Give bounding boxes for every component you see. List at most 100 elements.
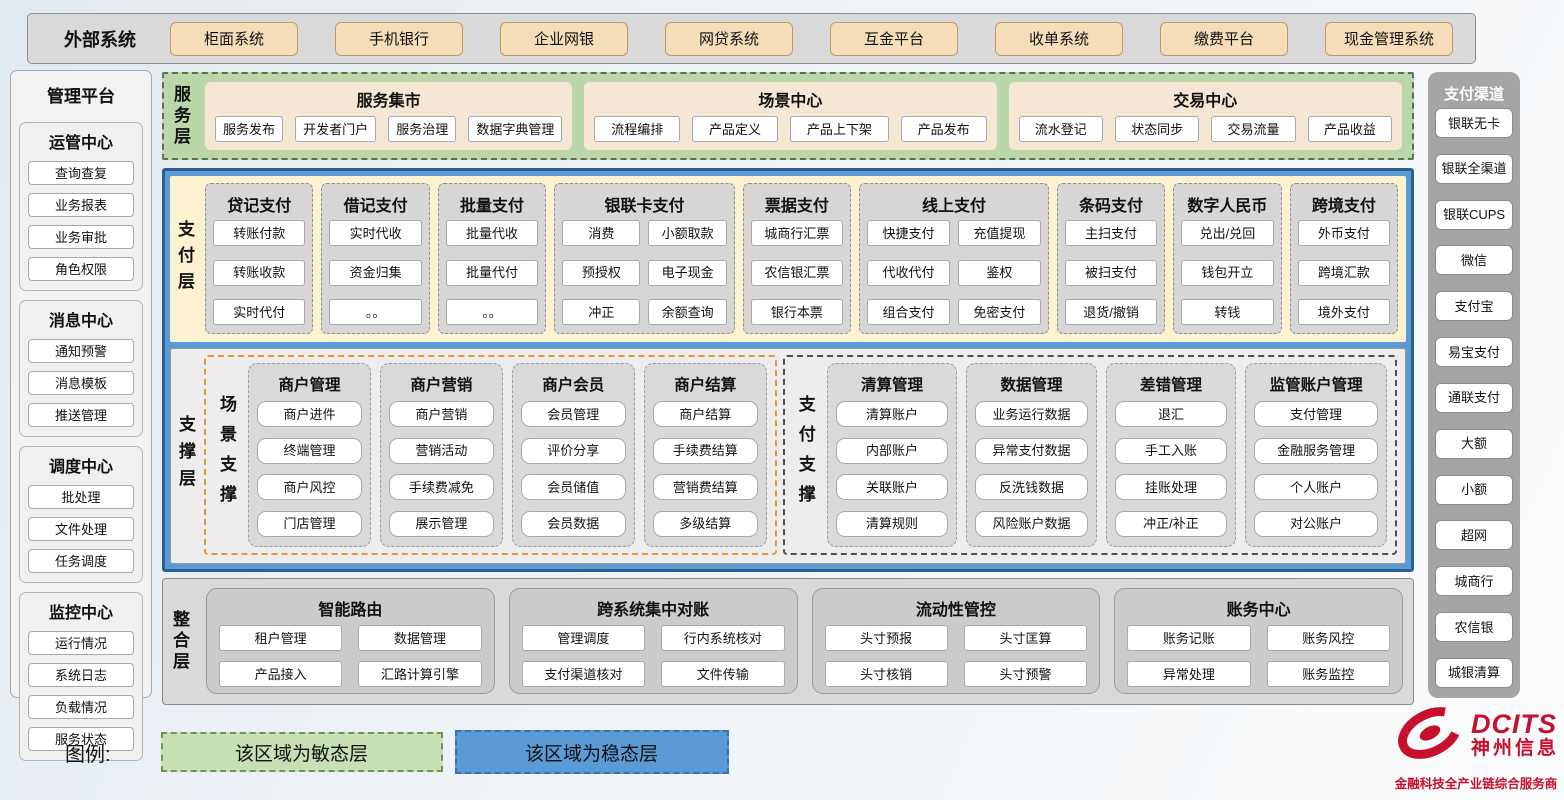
scene-support-function-button[interactable]: 终端管理 <box>257 438 362 464</box>
external-system-button[interactable]: 现金管理系统 <box>1325 22 1453 56</box>
integration-function-button[interactable]: 数据管理 <box>358 625 481 651</box>
payment-support-function-button[interactable]: 支付管理 <box>1254 401 1378 427</box>
scene-support-function-button[interactable]: 商户结算 <box>653 401 758 427</box>
service-function-button[interactable]: 产品收益 <box>1308 116 1392 142</box>
scene-support-function-button[interactable]: 商户进件 <box>257 401 362 427</box>
payment-channel-button[interactable]: 小额 <box>1435 475 1513 505</box>
payment-function-button[interactable]: 。。 <box>329 299 421 325</box>
payment-function-button[interactable]: 转钱 <box>1181 299 1273 325</box>
scene-support-function-button[interactable]: 商户营销 <box>389 401 494 427</box>
scene-support-function-button[interactable]: 营销活动 <box>389 438 494 464</box>
payment-channel-button[interactable]: 大额 <box>1435 429 1513 459</box>
integration-function-button[interactable]: 异常处理 <box>1127 661 1250 687</box>
integration-function-button[interactable]: 行内系统核对 <box>661 625 784 651</box>
payment-support-function-button[interactable]: 内部账户 <box>836 438 949 464</box>
management-function-button[interactable]: 业务报表 <box>28 193 134 217</box>
integration-function-button[interactable]: 汇路计算引擎 <box>358 661 481 687</box>
management-function-button[interactable]: 文件处理 <box>28 517 134 541</box>
payment-function-button[interactable]: 主扫支付 <box>1065 220 1157 246</box>
payment-support-function-button[interactable]: 反洗钱数据 <box>975 474 1088 500</box>
external-system-button[interactable]: 缴费平台 <box>1160 22 1288 56</box>
scene-support-function-button[interactable]: 会员数据 <box>521 511 626 537</box>
integration-function-button[interactable]: 租户管理 <box>219 625 342 651</box>
payment-function-button[interactable]: 退货/撤销 <box>1065 299 1157 325</box>
payment-function-button[interactable]: 。。 <box>446 299 538 325</box>
payment-channel-button[interactable]: 城银清算 <box>1435 658 1513 688</box>
payment-support-function-button[interactable]: 关联账户 <box>836 474 949 500</box>
payment-function-button[interactable]: 充值提现 <box>958 220 1041 246</box>
payment-function-button[interactable]: 免密支付 <box>958 299 1041 325</box>
payment-channel-button[interactable]: 银联全渠道 <box>1435 154 1513 184</box>
scene-support-function-button[interactable]: 门店管理 <box>257 511 362 537</box>
payment-channel-button[interactable]: 通联支付 <box>1435 383 1513 413</box>
integration-function-button[interactable]: 头寸预报 <box>825 625 948 651</box>
scene-support-function-button[interactable]: 会员储值 <box>521 474 626 500</box>
integration-function-button[interactable]: 支付渠道核对 <box>522 661 645 687</box>
payment-support-function-button[interactable]: 风险账户数据 <box>975 511 1088 537</box>
service-function-button[interactable]: 产品定义 <box>692 116 778 142</box>
service-function-button[interactable]: 状态同步 <box>1115 116 1199 142</box>
scene-support-function-button[interactable]: 评价分享 <box>521 438 626 464</box>
integration-function-button[interactable]: 文件传输 <box>661 661 784 687</box>
payment-function-button[interactable]: 被扫支付 <box>1065 260 1157 286</box>
payment-function-button[interactable]: 余额查询 <box>648 299 726 325</box>
payment-support-function-button[interactable]: 对公账户 <box>1254 511 1378 537</box>
payment-support-function-button[interactable]: 业务运行数据 <box>975 401 1088 427</box>
payment-function-button[interactable]: 钱包开立 <box>1181 260 1273 286</box>
external-system-button[interactable]: 柜面系统 <box>170 22 298 56</box>
payment-function-button[interactable]: 实时代收 <box>329 220 421 246</box>
payment-support-function-button[interactable]: 金融服务管理 <box>1254 438 1378 464</box>
management-function-button[interactable]: 任务调度 <box>28 549 134 573</box>
service-function-button[interactable]: 开发者门户 <box>295 116 376 142</box>
payment-support-function-button[interactable]: 手工入账 <box>1115 438 1228 464</box>
payment-function-button[interactable]: 境外支付 <box>1298 299 1390 325</box>
scene-support-function-button[interactable]: 商户风控 <box>257 474 362 500</box>
payment-function-button[interactable]: 实时代付 <box>213 299 305 325</box>
payment-function-button[interactable]: 快捷支付 <box>867 220 950 246</box>
payment-function-button[interactable]: 银行本票 <box>751 299 843 325</box>
management-function-button[interactable]: 负载情况 <box>28 695 134 719</box>
service-function-button[interactable]: 服务治理 <box>388 116 456 142</box>
integration-function-button[interactable]: 头寸预警 <box>964 661 1087 687</box>
integration-function-button[interactable]: 账务记账 <box>1127 625 1250 651</box>
management-function-button[interactable]: 运行情况 <box>28 631 134 655</box>
payment-function-button[interactable]: 外币支付 <box>1298 220 1390 246</box>
payment-channel-button[interactable]: 银联CUPS <box>1435 200 1513 230</box>
integration-function-button[interactable]: 头寸匡算 <box>964 625 1087 651</box>
payment-function-button[interactable]: 鉴权 <box>958 260 1041 286</box>
payment-function-button[interactable]: 冲正 <box>562 299 640 325</box>
service-function-button[interactable]: 产品发布 <box>901 116 987 142</box>
payment-support-function-button[interactable]: 异常支付数据 <box>975 438 1088 464</box>
management-function-button[interactable]: 批处理 <box>28 485 134 509</box>
payment-function-button[interactable]: 兑出/兑回 <box>1181 220 1273 246</box>
service-function-button[interactable]: 产品上下架 <box>790 116 889 142</box>
integration-function-button[interactable]: 账务风控 <box>1267 625 1390 651</box>
payment-channel-button[interactable]: 农信银 <box>1435 612 1513 642</box>
integration-function-button[interactable]: 账务监控 <box>1267 661 1390 687</box>
payment-support-function-button[interactable]: 清算账户 <box>836 401 949 427</box>
payment-channel-button[interactable]: 支付宝 <box>1435 291 1513 321</box>
payment-support-function-button[interactable]: 清算规则 <box>836 511 949 537</box>
payment-function-button[interactable]: 资金归集 <box>329 260 421 286</box>
payment-function-button[interactable]: 预授权 <box>562 260 640 286</box>
scene-support-function-button[interactable]: 展示管理 <box>389 511 494 537</box>
payment-function-button[interactable]: 消费 <box>562 220 640 246</box>
external-system-button[interactable]: 企业网银 <box>500 22 628 56</box>
management-function-button[interactable]: 业务审批 <box>28 225 134 249</box>
payment-function-button[interactable]: 城商行汇票 <box>751 220 843 246</box>
scene-support-function-button[interactable]: 多级结算 <box>653 511 758 537</box>
management-function-button[interactable]: 通知预警 <box>28 339 134 363</box>
integration-function-button[interactable]: 产品接入 <box>219 661 342 687</box>
management-function-button[interactable]: 系统日志 <box>28 663 134 687</box>
payment-function-button[interactable]: 代收代付 <box>867 260 950 286</box>
payment-support-function-button[interactable]: 退汇 <box>1115 401 1228 427</box>
payment-support-function-button[interactable]: 挂账处理 <box>1115 474 1228 500</box>
service-function-button[interactable]: 流水登记 <box>1019 116 1103 142</box>
scene-support-function-button[interactable]: 营销费结算 <box>653 474 758 500</box>
scene-support-function-button[interactable]: 手续费减免 <box>389 474 494 500</box>
payment-channel-button[interactable]: 超网 <box>1435 520 1513 550</box>
external-system-button[interactable]: 互金平台 <box>830 22 958 56</box>
external-system-button[interactable]: 手机银行 <box>335 22 463 56</box>
management-function-button[interactable]: 消息模板 <box>28 371 134 395</box>
payment-function-button[interactable]: 批量代收 <box>446 220 538 246</box>
